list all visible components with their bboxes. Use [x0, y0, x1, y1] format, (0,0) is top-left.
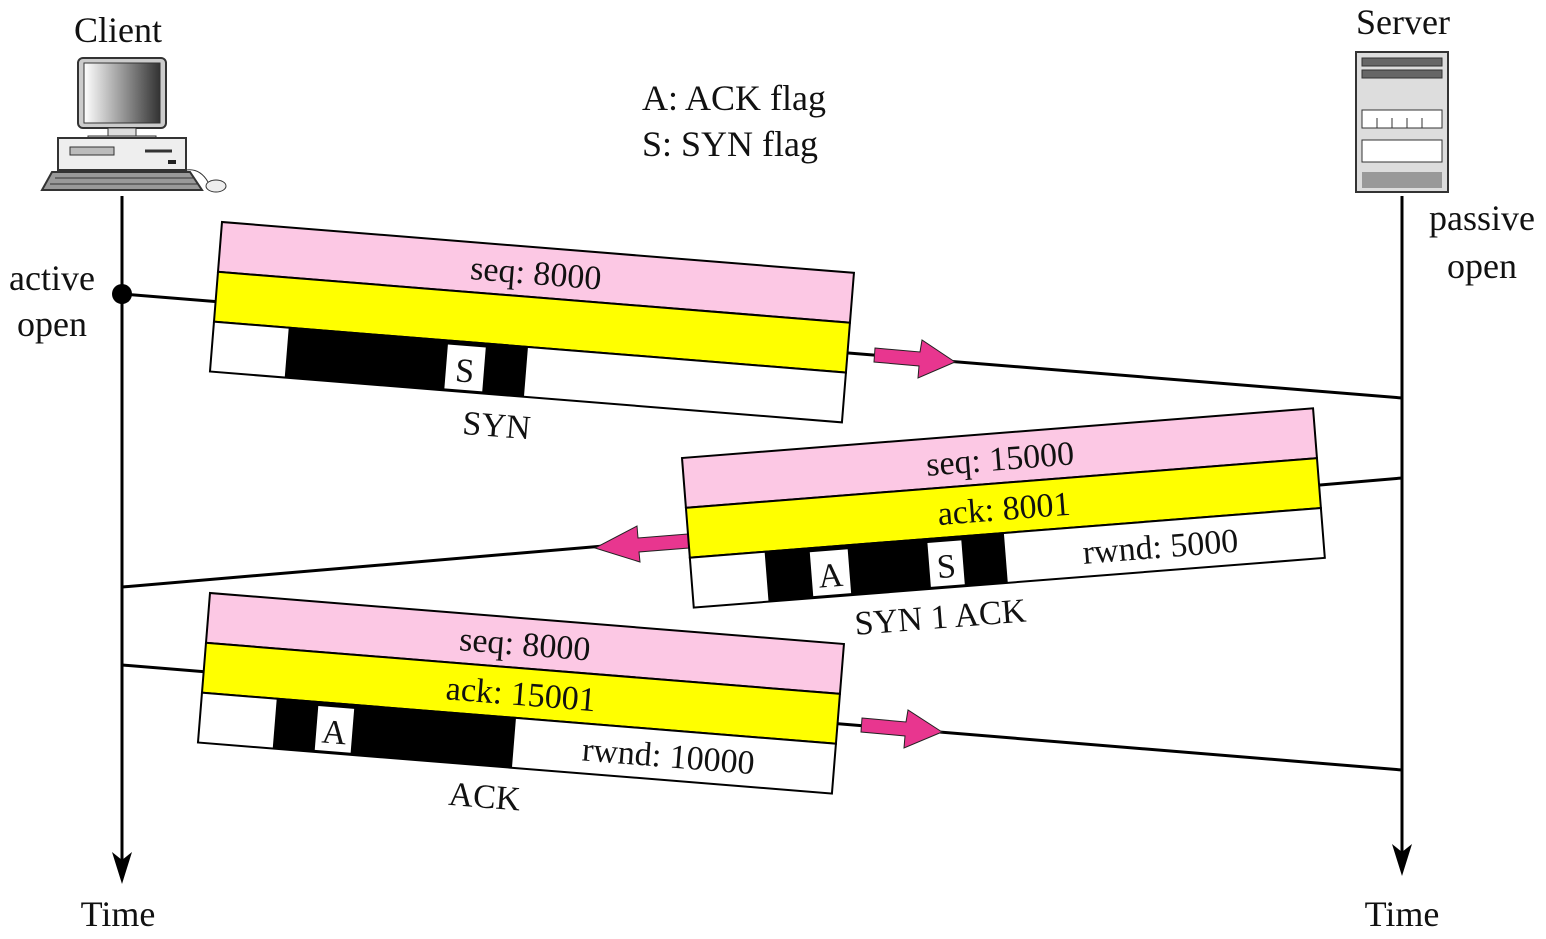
syn-segment: S seq: 8000 SYN: [208, 220, 856, 447]
client-computer-icon: [40, 57, 227, 193]
syn-ack-flag-s: S: [935, 548, 957, 586]
client-label: Client: [74, 10, 162, 50]
passive-open-label-1: passive: [1429, 198, 1535, 238]
syn-segment-name: SYN: [461, 405, 532, 447]
active-open-label-2: open: [17, 304, 87, 344]
legend-syn: S: SYN flag: [642, 124, 818, 164]
server-time-arrowhead: [1392, 844, 1412, 876]
syn-ack-segment: A S seq: 15000 ack: 8001 rwnd: 5000 SYN …: [680, 407, 1326, 643]
time-label-left: Time: [81, 894, 156, 934]
passive-open-label-2: open: [1447, 246, 1517, 286]
client-time-arrowhead: [112, 852, 132, 884]
time-label-right: Time: [1365, 894, 1440, 934]
syn-flag: S: [454, 352, 476, 390]
syn-ack-flag-a: A: [817, 557, 845, 596]
syn-direction-arrow: [873, 339, 957, 379]
server-label: Server: [1356, 2, 1450, 42]
ack-segment: A seq: 8000 ack: 15001 rwnd: 10000 ACK: [196, 591, 846, 819]
syn-ack-direction-arrow: [593, 525, 690, 563]
syn-ack-segment-name: SYN 1 ACK: [853, 593, 1028, 643]
server-icon: [1355, 51, 1449, 193]
ack-segment-name: ACK: [447, 776, 522, 819]
legend-ack: A: ACK flag: [642, 78, 826, 118]
ack-flag-a: A: [320, 713, 348, 752]
ack-direction-arrow: [860, 709, 944, 749]
active-open-label-1: active: [9, 258, 95, 298]
